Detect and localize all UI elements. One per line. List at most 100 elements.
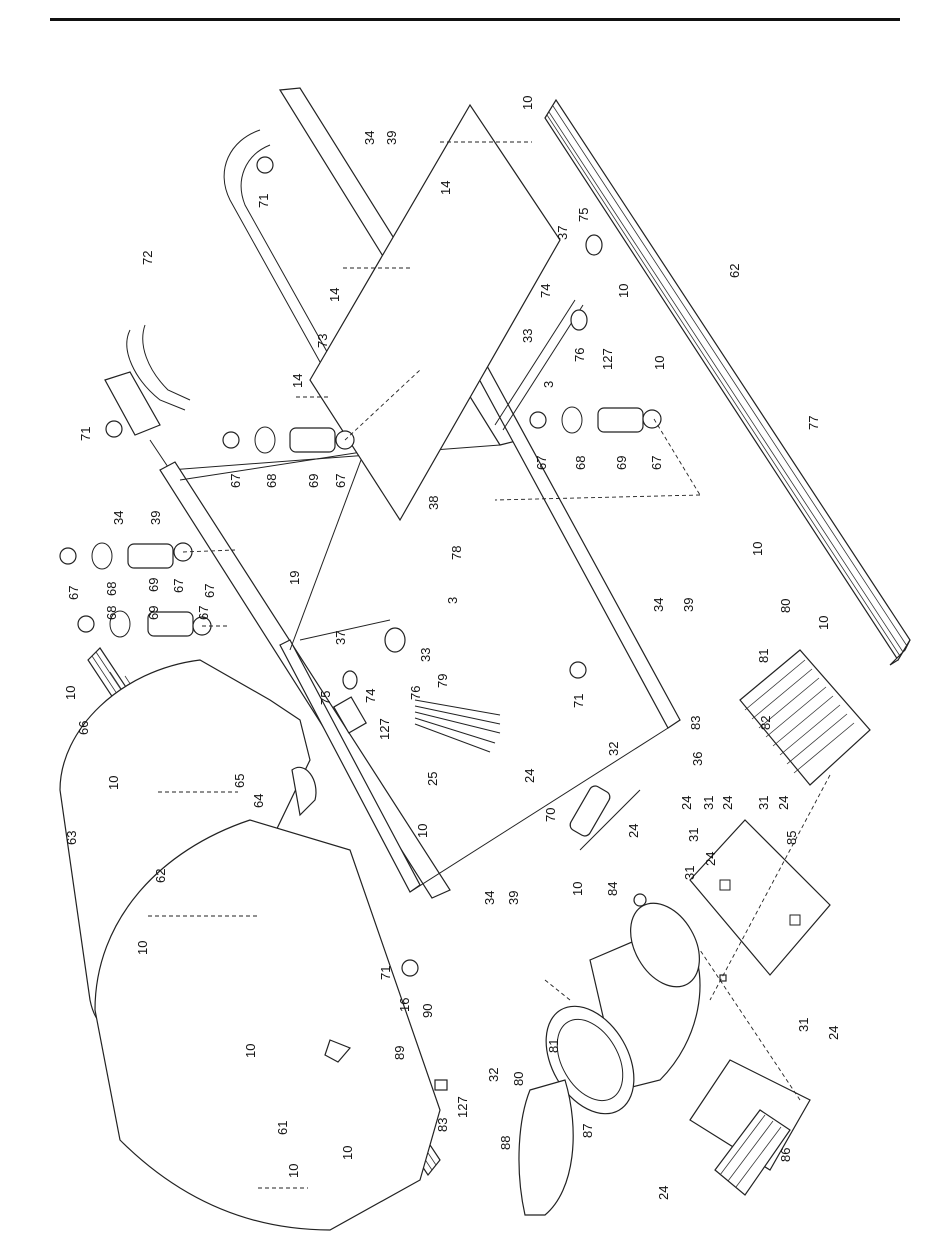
motor-hood (59, 659, 441, 1231)
callout-3: 3 (541, 381, 556, 388)
callout-61: 61 (275, 1121, 290, 1135)
callout-89: 89 (392, 1046, 407, 1060)
callout-32: 32 (486, 1068, 501, 1082)
callout-76: 76 (572, 348, 587, 362)
callout-67: 67 (333, 474, 348, 488)
callout-10: 10 (243, 1044, 258, 1058)
callout-24: 24 (522, 769, 537, 783)
callout-64: 64 (251, 794, 266, 808)
callout-80: 80 (778, 599, 793, 613)
callout-62: 62 (727, 264, 742, 278)
callout-39: 39 (148, 511, 163, 525)
assembly-lines (148, 141, 831, 1189)
callout-84: 84 (605, 882, 620, 896)
callout-14: 14 (438, 181, 453, 195)
callout-71: 71 (378, 966, 393, 980)
callout-71: 71 (78, 427, 93, 441)
callout-81: 81 (756, 649, 771, 663)
controller-board (689, 1059, 811, 1196)
callout-69: 69 (146, 578, 161, 592)
callout-68: 68 (264, 474, 279, 488)
callout-10: 10 (520, 96, 535, 110)
callout-85: 85 (784, 831, 799, 845)
callout-10: 10 (750, 542, 765, 556)
callout-31: 31 (701, 796, 716, 810)
callout-39: 39 (506, 891, 521, 905)
callout-63: 63 (64, 831, 79, 845)
callout-24: 24 (720, 796, 735, 810)
callout-10: 10 (340, 1146, 355, 1160)
isolator-set-1 (222, 426, 355, 454)
callout-24: 24 (626, 824, 641, 838)
drive-motor (545, 902, 701, 1115)
callout-88: 88 (498, 1136, 513, 1150)
callout-10: 10 (816, 616, 831, 630)
callout-68: 68 (104, 606, 119, 620)
callout-10: 10 (63, 686, 78, 700)
callout-81: 81 (546, 1039, 561, 1053)
callout-79: 79 (435, 674, 450, 688)
callout-67: 67 (649, 456, 664, 470)
callout-67: 67 (66, 586, 81, 600)
callout-34: 34 (651, 598, 666, 612)
callout-69: 69 (614, 456, 629, 470)
callout-83: 83 (688, 716, 703, 730)
callout-71: 71 (256, 194, 271, 208)
callout-86: 86 (778, 1148, 793, 1162)
callout-80: 80 (511, 1072, 526, 1086)
deck-panel (309, 103, 561, 522)
callout-90: 90 (420, 1004, 435, 1018)
callout-87: 87 (580, 1124, 595, 1138)
callout-74: 74 (538, 284, 553, 298)
callout-31: 31 (756, 796, 771, 810)
callout-33: 33 (418, 648, 433, 662)
front-roller (494, 234, 603, 431)
callout-10: 10 (652, 356, 667, 370)
callout-16: 16 (397, 998, 412, 1012)
callout-69: 69 (306, 474, 321, 488)
callout-36: 36 (690, 752, 705, 766)
callout-75: 75 (318, 691, 333, 705)
callout-68: 68 (573, 456, 588, 470)
callout-24: 24 (703, 852, 718, 866)
callout-24: 24 (679, 796, 694, 810)
small-hardware (291, 696, 727, 1091)
callout-24: 24 (826, 1026, 841, 1040)
motor-mount-plate (689, 819, 831, 976)
callout-67: 67 (228, 474, 243, 488)
callout-25: 25 (425, 772, 440, 786)
callout-10: 10 (135, 941, 150, 955)
callout-65: 65 (232, 774, 247, 788)
callout-62: 62 (153, 869, 168, 883)
isolator-set-4 (77, 610, 212, 638)
callout-37: 37 (555, 226, 570, 240)
callout-127: 127 (455, 1096, 470, 1118)
callout-67: 67 (202, 584, 217, 598)
callout-33: 33 (520, 329, 535, 343)
callout-10: 10 (616, 284, 631, 298)
callout-10: 10 (570, 882, 585, 896)
header-rule (50, 18, 900, 21)
callout-127: 127 (377, 718, 392, 740)
callout-10: 10 (106, 776, 121, 790)
callout-34: 34 (111, 511, 126, 525)
callout-14: 14 (327, 288, 342, 302)
callout-24: 24 (656, 1186, 671, 1200)
callout-24: 24 (776, 796, 791, 810)
incline-motor (569, 785, 641, 851)
wire-harness (414, 699, 501, 753)
callout-76: 76 (408, 686, 423, 700)
callout-67: 67 (196, 606, 211, 620)
rear-roller (299, 619, 406, 690)
callout-31: 31 (686, 828, 701, 842)
callout-74: 74 (363, 689, 378, 703)
callout-19: 19 (287, 571, 302, 585)
callout-67: 67 (171, 579, 186, 593)
callout-68: 68 (104, 582, 119, 596)
callout-34: 34 (482, 891, 497, 905)
callout-70: 70 (543, 808, 558, 822)
callout-31: 31 (796, 1018, 811, 1032)
callout-10: 10 (415, 824, 430, 838)
callout-73: 73 (315, 334, 330, 348)
